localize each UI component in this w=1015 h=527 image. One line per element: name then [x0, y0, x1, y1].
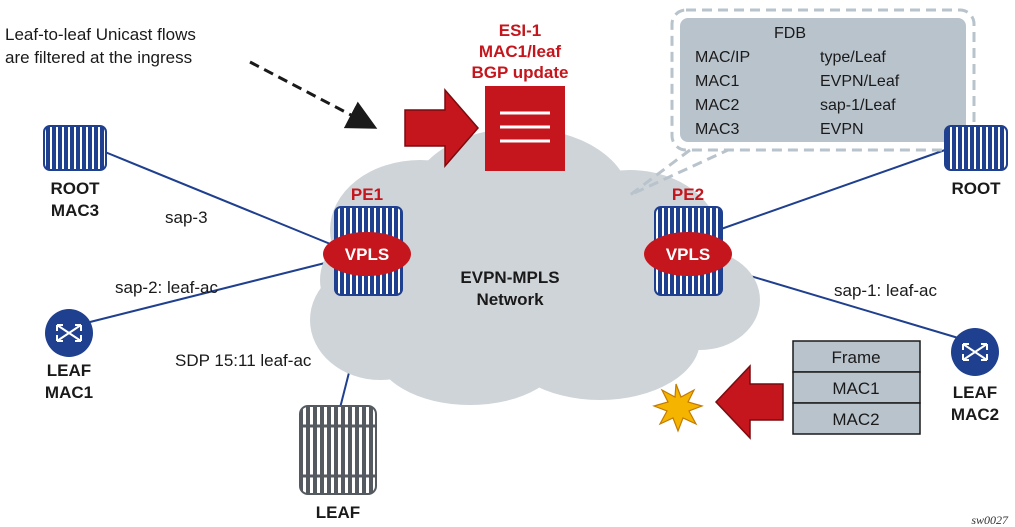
frame-row: MAC2: [832, 410, 879, 429]
fdb-row-mac: MAC1: [695, 73, 740, 90]
link-leaf1-pe1: [89, 257, 346, 323]
leaf-mac1-line1: LEAF: [47, 361, 91, 380]
link-root-pe1: [104, 151, 346, 251]
pe1-label: PE1: [351, 185, 383, 204]
network-label-line1: EVPN-MPLS: [460, 268, 559, 287]
root-left-switch-icon: [43, 125, 107, 171]
pe2-label: PE2: [672, 185, 704, 204]
root-right-switch-icon: [944, 125, 1008, 171]
fdb-callout: [629, 8, 976, 197]
root-left-line2: MAC3: [51, 201, 99, 220]
fdb-row-mac: MAC/IP: [695, 49, 750, 66]
annotation-line2: are filtered at the ingress: [5, 48, 192, 67]
link-label-sdp: SDP 15:11 leaf-ac: [175, 351, 312, 370]
bgp-update-line2: MAC1/leaf: [479, 42, 562, 61]
leaf-mac1-router-icon: [45, 309, 93, 357]
fdb-row-mac: MAC2: [695, 97, 740, 114]
frame-row: MAC1: [832, 379, 879, 398]
fdb-row-type: type/Leaf: [820, 49, 886, 66]
pe1-router-icon: [323, 206, 411, 296]
leaf-mac2-router-icon: [951, 328, 999, 376]
bgp-update-line1: ESI-1: [499, 21, 542, 40]
fdb-row-type: EVPN: [820, 121, 864, 138]
link-label-sap1: sap-1: leaf-ac: [834, 281, 937, 300]
leaf-mac2-line1: LEAF: [953, 383, 997, 402]
link-label-sap2: sap-2: leaf-ac: [115, 278, 218, 297]
pe2-service-label: VPLS: [666, 245, 710, 264]
fdb-title: FDB: [774, 25, 806, 42]
link-pe2-root: [689, 149, 946, 241]
root-left-line1: ROOT: [50, 179, 100, 198]
bgp-update-line3: BGP update: [472, 63, 569, 82]
evpn-mpls-cloud: [310, 128, 760, 405]
annotation-line1: Leaf-to-leaf Unicast flows: [5, 25, 196, 44]
leaf-bottom-line1: LEAF: [316, 503, 360, 522]
frame-stack: [792, 340, 921, 435]
annotation-dashed-arrow: [249, 60, 378, 129]
leaf-mac2-line2: MAC2: [951, 405, 999, 424]
link-label-sap3: sap-3: [165, 208, 208, 227]
leaf-mac1-line2: MAC1: [45, 383, 93, 402]
red-arrow-left-icon: [714, 364, 784, 440]
bgp-message-icon: [485, 86, 565, 171]
fdb-row-type: sap-1/Leaf: [820, 97, 896, 114]
pe2-router-icon: [644, 206, 732, 296]
frame-row: Frame: [831, 348, 880, 367]
fdb-row-type: EVPN/Leaf: [820, 73, 900, 90]
root-right-line1: ROOT: [951, 179, 1001, 198]
network-label-line2: Network: [476, 290, 544, 309]
red-arrow-right-icon: [404, 87, 479, 169]
leaf-server-icon: [299, 405, 377, 495]
pe1-service-label: VPLS: [345, 245, 389, 264]
explosion-icon: [652, 383, 704, 433]
figure-id: sw0027: [971, 513, 1009, 527]
fdb-row-mac: MAC3: [695, 121, 740, 138]
